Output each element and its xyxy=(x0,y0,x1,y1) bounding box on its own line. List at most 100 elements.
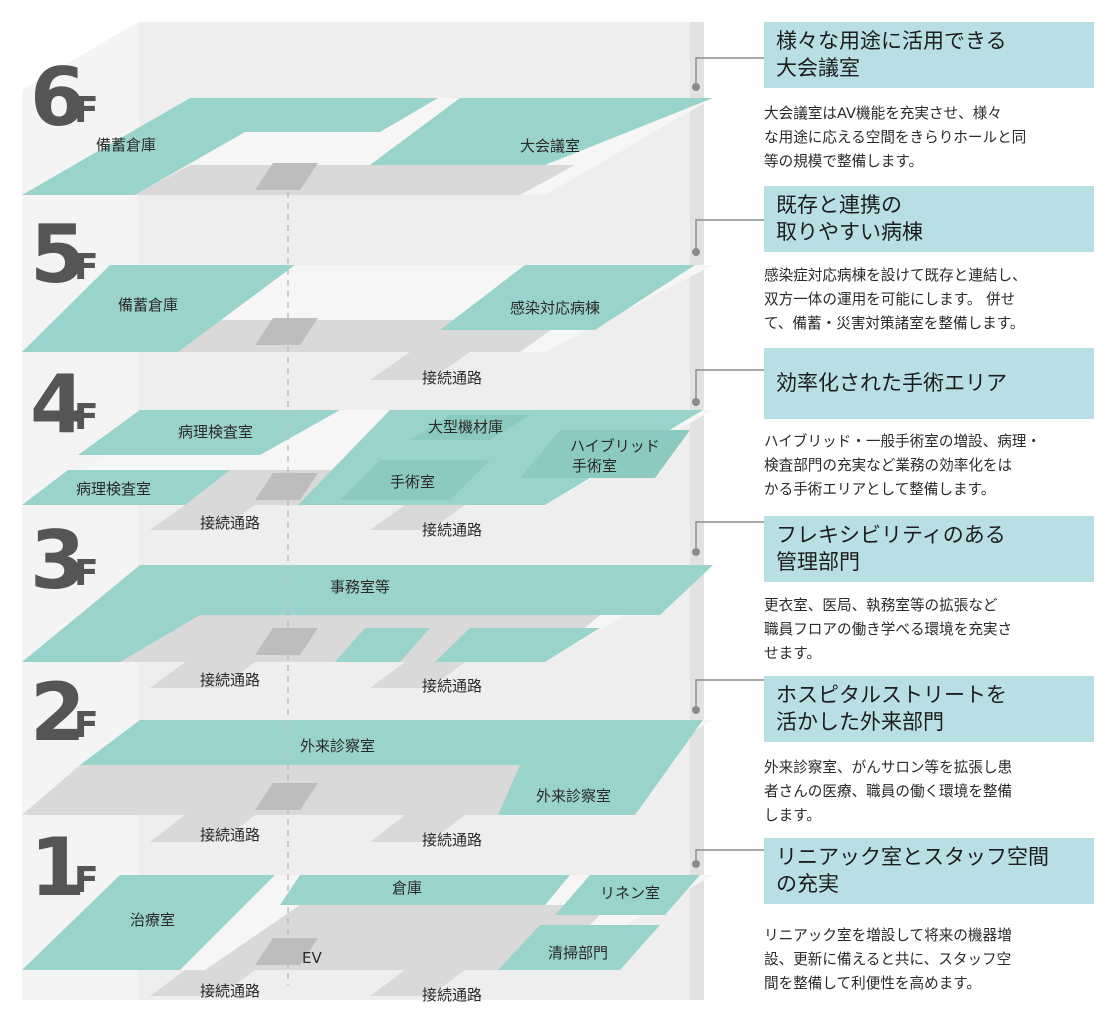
floor-label-1-unit: F xyxy=(74,860,99,901)
leader-line xyxy=(695,679,764,708)
room-label: 接続通路 xyxy=(200,982,260,1000)
section-title-ward: 既存と連携の 取りやすい病棟 xyxy=(764,186,1094,252)
room-linen xyxy=(555,875,700,915)
section-title-line: 管理部門 xyxy=(776,550,860,574)
leader-line xyxy=(695,57,764,85)
floor-label-2-unit: F xyxy=(74,705,99,746)
floor-label-4: 4 xyxy=(30,358,86,451)
room-warehouse xyxy=(280,875,570,905)
floor-label-5-unit: F xyxy=(74,247,99,288)
room-labels: 備蓄倉庫 大会議室 備蓄倉庫 感染対応病棟 接続通路 病理検査室 病理検査室 大… xyxy=(76,136,660,1004)
section-title-line: の充実 xyxy=(776,872,839,896)
section-title-linac: リニアック室とスタッフ空間 の充実 xyxy=(764,838,1094,904)
desc-line: 職員フロアの働き学べる環境を充実さ xyxy=(764,621,1013,638)
section-title-line: 活かした外来部門 xyxy=(776,710,944,734)
leader-dot xyxy=(692,548,700,556)
elevator-shaft xyxy=(255,628,318,655)
desc-line: 双方一体の運用を可能にします。 併せ xyxy=(764,291,1016,308)
floor-label-6: 6 xyxy=(30,51,86,144)
room-storage xyxy=(22,98,438,195)
corridor-area xyxy=(370,970,465,996)
section-title-outpatient: ホスピタルストリートを 活かした外来部門 xyxy=(764,676,1094,742)
corridor-area xyxy=(150,662,255,688)
room-office-small xyxy=(335,628,430,662)
room-pathology-b xyxy=(22,470,230,505)
room-storage xyxy=(22,265,295,352)
section-title-line: 様々な用途に活用できる xyxy=(776,29,1007,53)
room-label: 病理検査室 xyxy=(178,423,253,441)
leader-dot xyxy=(692,398,700,406)
desc-line: 設、更新に備えると共に、スタッフ空 xyxy=(764,951,1012,968)
floor-6 xyxy=(22,98,713,195)
room-label: 外来診察室 xyxy=(300,737,375,755)
room-label: リネン室 xyxy=(600,884,660,902)
section-title-surgery: 効率化された手術エリア xyxy=(764,348,1094,419)
core-area xyxy=(135,165,575,195)
corridor-area xyxy=(370,662,465,688)
desc-line: 外来診察室、がんサロン等を拡張し患 xyxy=(764,759,1013,776)
room-ward xyxy=(440,265,695,330)
room-label: 倉庫 xyxy=(392,879,422,897)
room-label: 接続通路 xyxy=(200,671,260,689)
floor-label-4-unit: F xyxy=(74,397,99,438)
room-label: 清掃部門 xyxy=(548,944,608,962)
room-label: 接続通路 xyxy=(200,514,260,532)
room-label: ハイブリッド xyxy=(570,437,660,455)
desc-line: 感染症対応病棟を設けて既存と連結し、 xyxy=(764,267,1027,284)
section-title-conference: 様々な用途に活用できる 大会議室 xyxy=(764,22,1094,88)
room-label: 備蓄倉庫 xyxy=(96,136,156,154)
corridor-area xyxy=(150,815,255,842)
room-label: 手術室 xyxy=(572,457,617,475)
section-desc-outpatient: 外来診察室、がんサロン等を拡張し患 者さんの医療、職員の働く環境を整備 します。 xyxy=(764,756,1100,828)
section-desc-admin: 更衣室、医局、執務室等の拡張など 職員フロアの働き学べる環境を充実さ せます。 xyxy=(764,594,1100,666)
floor-label-5: 5 xyxy=(30,208,86,301)
room-label: 治療室 xyxy=(130,911,175,929)
room-label: 接続通路 xyxy=(422,986,482,1004)
room-label: 備蓄倉庫 xyxy=(118,296,178,314)
room-label: 事務室等 xyxy=(330,578,390,596)
leader-dots xyxy=(692,83,700,868)
corridor-area xyxy=(150,970,255,996)
elevator-shaft xyxy=(255,938,318,965)
desc-line: します。 xyxy=(764,807,821,824)
room-label: 接続通路 xyxy=(422,677,482,695)
desc-line: かる手術エリアとして整備します。 xyxy=(764,481,996,498)
room-label: 外来診察室 xyxy=(536,787,611,805)
desc-line: な用途に応える空間をきらりホールと同 xyxy=(764,129,1027,146)
section-title-line: 既存と連携の xyxy=(776,193,902,217)
section-desc-linac: リニアック室を増設して将来の機器増 設、更新に備えると共に、スタッフ空 間を整備… xyxy=(764,924,1100,996)
leader-lines xyxy=(695,57,764,862)
section-desc-conference: 大会議室はAV機能を充実させ、様々 な用途に応える空間をきらりホールと同 等の規… xyxy=(764,102,1100,174)
room-outpatient-a xyxy=(80,720,580,765)
elevator-shaft xyxy=(255,473,318,500)
room-label: 大型機材庫 xyxy=(428,418,503,436)
desc-line: 検査部門の充実など業務の効率化をは xyxy=(764,457,1013,474)
floor-label-3: 3 xyxy=(30,514,86,607)
floor-5 xyxy=(22,265,713,380)
leader-line xyxy=(695,521,764,550)
room-treatment xyxy=(22,875,275,970)
section-title-line: フレキシビリティのある xyxy=(776,523,1006,547)
elevator-shaft xyxy=(255,318,318,345)
leader-dot xyxy=(692,83,700,91)
section-title-line: 取りやすい病棟 xyxy=(776,220,923,244)
leader-dot xyxy=(692,706,700,714)
corridor-area xyxy=(370,352,470,380)
floor-3 xyxy=(22,565,713,688)
leader-dot xyxy=(692,248,700,256)
floor-4 xyxy=(22,410,713,530)
room-label: 接続通路 xyxy=(422,831,482,849)
floor-label-2: 2 xyxy=(30,666,86,759)
section-title-admin: フレキシビリティのある 管理部門 xyxy=(764,516,1094,582)
room-label: 接続通路 xyxy=(422,521,482,539)
room-label: 接続通路 xyxy=(422,369,482,387)
room-equipment xyxy=(410,415,530,440)
room-outpatient-b xyxy=(498,720,703,815)
room-label: 手術室 xyxy=(390,473,435,491)
desc-line: 等の規模で整備します。 xyxy=(764,153,924,170)
section-title-line: リニアック室とスタッフ空間 xyxy=(776,845,1049,869)
elevator-shaft xyxy=(255,163,318,190)
building-right-edge xyxy=(690,22,704,1000)
floor-label-6-unit: F xyxy=(74,90,99,131)
